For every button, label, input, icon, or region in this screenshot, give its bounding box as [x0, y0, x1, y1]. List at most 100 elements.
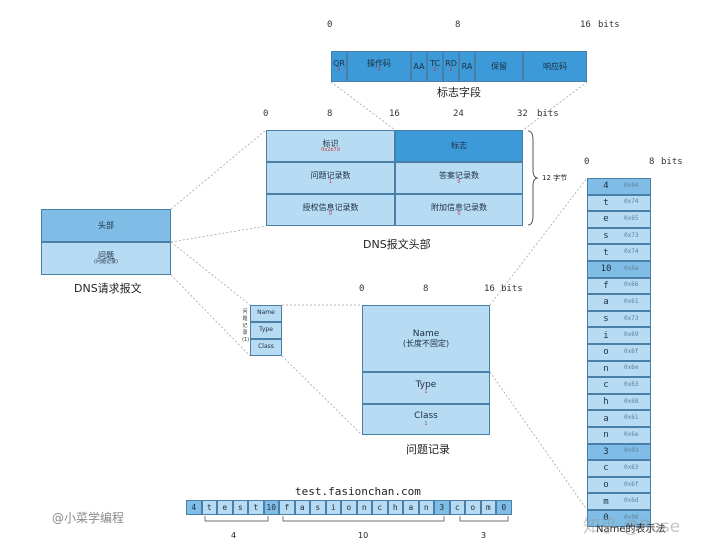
question-side-type: Type [250, 322, 282, 339]
name-column-char: a [603, 297, 609, 308]
question-side-name: Name [250, 305, 282, 322]
domain-cell: o [465, 500, 481, 515]
header-arcount: 附加信息记录数 0 [395, 194, 523, 226]
name-column-hex: 0x04 [624, 181, 639, 189]
flag-rcode: 响应码 [523, 51, 587, 82]
name-column-char: 10 [600, 264, 612, 275]
question-side-class: Class [250, 339, 282, 356]
name-column-hex: 0x0a [624, 264, 639, 272]
header-id: 标识 0x2e7d [266, 130, 395, 162]
header-tick-16: 16 [389, 109, 400, 119]
name-column-hex: 0x65 [624, 215, 639, 223]
domain-cell: a [294, 500, 310, 515]
header-flags: 标志 [395, 130, 523, 162]
name-column-cell: s 0x73 [587, 227, 651, 245]
name-column-char: 0 [603, 513, 609, 524]
name-column-hex: 0x03 [624, 447, 639, 455]
flag-opcode: 操作码 0 [347, 51, 411, 82]
flag-opcode-label: 操作码 [367, 59, 391, 69]
name-column-cell: 10 0x0a [587, 261, 651, 278]
qr-class-label: Class [414, 411, 438, 422]
flags-tick-8: 8 [455, 20, 461, 30]
header-nscount-value: 0 [328, 210, 333, 217]
qr-name: Name (长度不固定) [362, 305, 490, 372]
question-side-vlabel: 问题记录(1) [242, 309, 249, 344]
name-column-char: o [603, 347, 609, 358]
question-side-name-label: Name [257, 309, 275, 317]
name-column-char: h [603, 396, 609, 407]
name-column-char: s [603, 313, 609, 324]
header-nscount-label: 授权信息记录数 [302, 202, 359, 212]
name-column-char: c [603, 463, 609, 474]
header-brace [527, 130, 539, 226]
col-tick-8: 8 [649, 157, 655, 167]
flag-reserved-label: 保留 [491, 61, 507, 71]
name-column-hex: 0x73 [624, 231, 639, 239]
name-column-hex: 0x74 [624, 198, 639, 206]
domain-cell: f [279, 500, 295, 515]
qr-type: Type 1 [362, 372, 490, 404]
domain-cell: c [449, 500, 465, 515]
domain-cell: h [387, 500, 403, 515]
question-side-type-label: Type [259, 326, 273, 334]
qr-class-value: 1 [424, 420, 428, 427]
request-title: DNS请求报文 [74, 282, 142, 295]
request-question: 问题 (问题记录) [41, 242, 171, 275]
qr-class: Class 1 [362, 404, 490, 435]
name-column-char: o [603, 479, 609, 490]
qr-unit: bits [501, 284, 523, 294]
domain-cell: t [201, 500, 217, 515]
header-ancount-label: 答案记录数 [439, 170, 479, 180]
domain-cell: 0 [496, 500, 512, 515]
domain-brackets [204, 516, 509, 522]
name-column-cell: e 0x65 [587, 211, 651, 228]
name-column-char: f [603, 280, 609, 291]
header-ancount: 答案记录数 0 [395, 162, 523, 194]
flag-opcode-value: 0 [377, 67, 381, 74]
name-column-cell: f 0x66 [587, 277, 651, 295]
qr-type-label: Type [415, 379, 437, 390]
qr-title: 问题记录 [406, 443, 450, 456]
domain-cell: n [418, 500, 434, 515]
name-column-hex: 0x66 [624, 281, 639, 289]
domain-cell: 10 [263, 500, 279, 515]
header-tick-0: 0 [263, 109, 269, 119]
name-column-char: a [603, 413, 609, 424]
flag-ra: RA [459, 51, 475, 82]
header-ancount-value: 0 [457, 178, 461, 185]
header-arcount-value: 0 [457, 210, 461, 217]
watermark-left: @小菜学编程 [52, 511, 125, 525]
name-column-hex: 0x63 [624, 381, 639, 389]
name-column-char: s [603, 230, 609, 241]
request-head: 头部 [41, 209, 171, 242]
name-column-hex: 0x6e [624, 364, 639, 372]
name-column-char: e [603, 214, 609, 225]
header-id-value: 0x2e7d [321, 146, 340, 153]
flags-unit: bits [598, 20, 620, 30]
qr-name-label: Name [412, 328, 440, 339]
flags-tick-16: 16 [580, 20, 591, 30]
domain-cell: c [372, 500, 388, 515]
domain-cell: i [325, 500, 341, 515]
name-column-hex: 0x61 [624, 414, 639, 422]
col-tick-0: 0 [584, 157, 590, 167]
header-qdcount: 问题记录数 1 [266, 162, 395, 194]
domain-cell: e [217, 500, 233, 515]
domain-cell: n [356, 500, 372, 515]
qr-tick-0: 0 [359, 284, 365, 294]
header-tick-24: 24 [453, 109, 464, 119]
question-side-vlabel-text: 问题记录 [242, 309, 248, 336]
flag-reserved: 保留 [475, 51, 523, 82]
domain-cell: s [232, 500, 248, 515]
name-column-char: i [603, 330, 609, 341]
qr-type-value: 1 [424, 389, 428, 396]
flags-tick-0: 0 [327, 20, 333, 30]
